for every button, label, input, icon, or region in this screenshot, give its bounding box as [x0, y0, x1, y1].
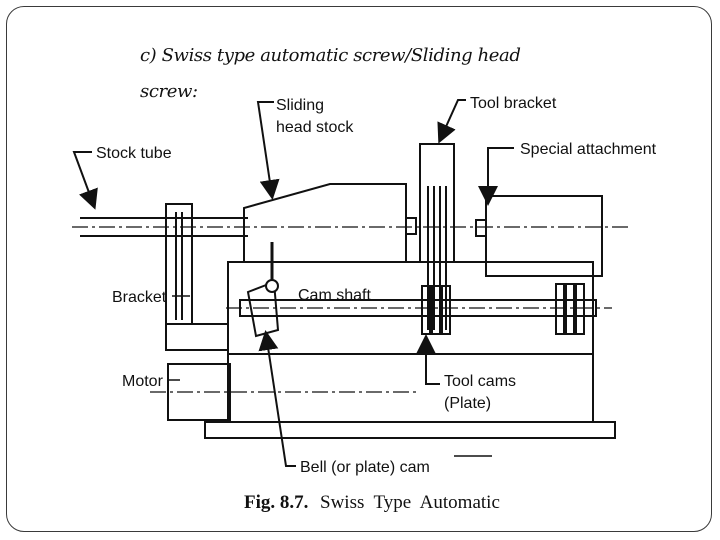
- tool-cam-plate: [441, 285, 451, 335]
- label-tool-cams: Tool cams: [444, 373, 516, 390]
- tool-cam-plate: [565, 283, 575, 335]
- special-attachment-block: [485, 195, 603, 277]
- slide-title: c) Swiss type automatic screw/Sliding he…: [140, 38, 560, 110]
- tool-cam-plate: [575, 283, 585, 335]
- special-attachment-arrow: [478, 147, 514, 206]
- label-stock-tube: Stock tube: [96, 145, 172, 162]
- label-motor: Motor: [122, 373, 164, 390]
- tool-cam-plate: [431, 285, 441, 335]
- label-sliding: Sliding: [276, 97, 324, 114]
- lower-housing: [227, 353, 594, 423]
- label-bell-cam: Bell (or plate) cam: [300, 459, 430, 476]
- label-bracket: Bracket: [112, 289, 167, 306]
- label-special-attachment: Special attachment: [520, 141, 657, 158]
- label-head-stock: head stock: [276, 119, 354, 136]
- motor-body: [167, 363, 231, 421]
- sliding-head-arrow: [256, 101, 280, 200]
- label-cam-shaft: Cam shaft: [298, 287, 371, 304]
- slide-frame: [6, 6, 712, 532]
- tool-bracket-block: [419, 143, 455, 263]
- tool-bracket-arrow: [437, 99, 466, 144]
- stock-tube-arrow: [72, 151, 98, 210]
- machine-base: [204, 421, 616, 439]
- slide-title-line-2: screw:: [140, 81, 198, 102]
- bracket-post: [165, 203, 193, 325]
- sliding-head-stock: [243, 183, 407, 262]
- figure-number: Fig. 8.7.: [244, 492, 308, 513]
- bracket-plate: [165, 323, 229, 351]
- label-tool-bracket: Tool bracket: [470, 95, 557, 112]
- label-tool-cams-plate: (Plate): [444, 395, 491, 412]
- tool-cam-plate: [555, 283, 565, 335]
- tool-cams-arrow: [416, 334, 440, 385]
- slide-title-line-1: c) Swiss type automatic screw/Sliding he…: [140, 45, 521, 66]
- bell-cam-arrow: [258, 330, 296, 467]
- figure-caption: Swiss Type Automatic: [320, 492, 500, 513]
